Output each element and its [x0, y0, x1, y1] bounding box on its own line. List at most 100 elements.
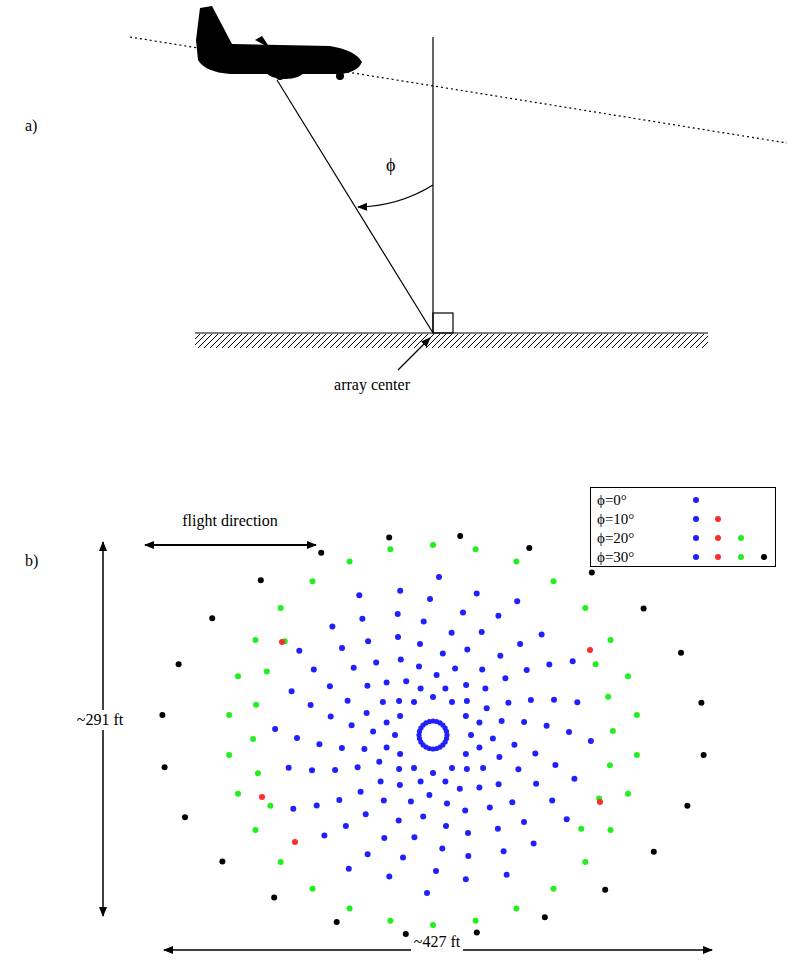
microphone-dot: [641, 605, 647, 611]
legend-text: ϕ=10°: [597, 510, 634, 528]
microphone-dot: [457, 786, 463, 792]
microphone-dot: [397, 751, 403, 757]
microphone-dot: [495, 826, 501, 832]
legend-dot: [693, 516, 699, 522]
microphone-dot: [513, 906, 519, 912]
microphone-dot: [589, 570, 595, 576]
microphone-dot: [526, 545, 532, 551]
microphone-dot: [463, 751, 469, 757]
microphone-dot: [235, 673, 241, 679]
legend-box: ϕ=0°ϕ=10°ϕ=20°ϕ=30°: [590, 487, 776, 567]
microphone-dot: [502, 675, 508, 681]
microphone-dot: [463, 713, 469, 719]
microphone-dot: [253, 637, 259, 643]
microphone-dot: [578, 826, 584, 832]
microphone-dot: [479, 666, 485, 672]
microphone-dot: [396, 698, 402, 704]
microphone-dot: [463, 682, 469, 688]
microphone-dot: [294, 735, 300, 741]
microphone-dot: [476, 784, 482, 790]
legend-dot: [715, 535, 721, 541]
microphone-dot: [358, 789, 364, 795]
microphone-dot: [499, 718, 505, 724]
microphone-dot: [411, 699, 417, 705]
microphone-dot: [464, 766, 470, 772]
microphone-dot: [449, 699, 455, 705]
microphone-dot: [517, 641, 523, 647]
microphone-dot: [436, 574, 442, 580]
microphone-dot: [395, 634, 401, 640]
microphone-dot: [593, 661, 599, 667]
microphone-dot: [551, 697, 557, 703]
microphone-dot: [159, 712, 165, 718]
microphone-dot: [392, 732, 398, 738]
microphone-dot: [570, 658, 576, 664]
microphone-dot: [397, 713, 403, 719]
microphone-dot: [381, 798, 387, 804]
microphone-dot: [418, 778, 424, 784]
microphone-dot: [162, 764, 168, 770]
microphone-dot: [387, 918, 393, 924]
microphone-dot: [418, 686, 424, 692]
microphone-dot: [460, 610, 466, 616]
legend-row: ϕ=10°: [597, 510, 773, 528]
microphone-dot: [440, 651, 446, 657]
legend-row: ϕ=30°: [597, 548, 773, 566]
leader-arrow: [398, 338, 430, 370]
microphone-dot: [496, 754, 502, 760]
microphone-dot: [339, 645, 345, 651]
microphone-dot: [363, 811, 369, 817]
microphone-dot: [321, 833, 327, 839]
microphone-dot: [361, 746, 367, 752]
microphone-dot: [397, 782, 403, 788]
microphone-dot: [310, 886, 316, 892]
microphone-dot: [684, 803, 690, 809]
microphone-dot: [476, 744, 482, 750]
microphone-dot: [387, 546, 393, 552]
microphone-dot: [430, 542, 436, 548]
microphone-dot: [487, 804, 493, 810]
microphone-dot: [544, 723, 550, 729]
microphone-dot: [182, 814, 188, 820]
legend-swatch: [761, 554, 767, 560]
microphone-dot: [396, 766, 402, 772]
microphone-dot: [465, 853, 471, 859]
microphone-dot: [607, 762, 613, 768]
text-label: b): [25, 552, 38, 570]
microphone-dot: [479, 629, 485, 635]
microphone-dot: [449, 630, 455, 636]
microphone-dot: [476, 720, 482, 726]
microphone-dot: [289, 688, 295, 694]
microphone-dot: [365, 638, 371, 644]
microphone-dot: [433, 868, 439, 874]
microphone-dot: [328, 713, 334, 719]
microphone-dot: [334, 919, 340, 925]
microphone-dot: [514, 598, 520, 604]
microphone-dot: [496, 781, 502, 787]
text-label: ϕ: [386, 156, 395, 176]
legend-dot: [693, 554, 699, 560]
microphone-dot: [343, 823, 349, 829]
microphone-dot: [416, 663, 422, 669]
microphone-dot: [359, 616, 365, 622]
microphone-dot: [528, 697, 534, 703]
microphone-dot: [449, 765, 455, 771]
microphone-dot: [355, 764, 361, 770]
microphone-dot: [318, 550, 324, 556]
microphone-dot: [504, 872, 510, 878]
microphone-dot: [464, 698, 470, 704]
microphone-dot: [588, 738, 594, 744]
microphone-dot: [253, 702, 259, 708]
microphone-dot: [386, 873, 392, 879]
microphone-dot: [176, 661, 182, 667]
microphone-dot: [444, 729, 449, 734]
microphone-dot: [482, 686, 488, 692]
text-label: ~291 ft: [74, 710, 126, 730]
microphone-dot: [521, 819, 527, 825]
microphone-dot: [634, 712, 640, 718]
microphone-dot: [513, 558, 519, 564]
microphone-dot: [430, 694, 436, 700]
microphone-dot: [226, 712, 232, 718]
microphone-dot: [219, 859, 225, 865]
